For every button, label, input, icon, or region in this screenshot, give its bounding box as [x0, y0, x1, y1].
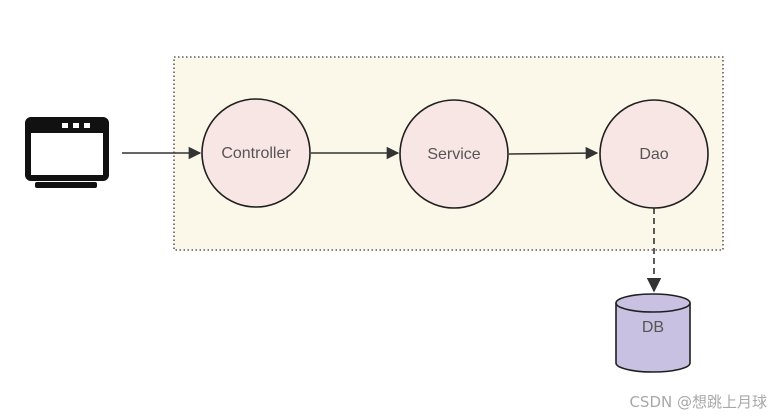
- dao-label: Dao: [639, 146, 668, 163]
- service-label: Service: [427, 146, 480, 163]
- db-label: DB: [642, 319, 664, 336]
- watermark: CSDN @想跳上月球: [629, 393, 767, 411]
- controller-label: Controller: [221, 145, 291, 162]
- monitor-icon: [25, 117, 109, 188]
- controller-node: Controller: [201, 98, 311, 208]
- arrow-service-to-dao: [508, 146, 599, 160]
- dao-node: Dao: [599, 99, 709, 209]
- service-node: Service: [399, 99, 509, 209]
- database-cylinder-icon: DB: [615, 293, 691, 373]
